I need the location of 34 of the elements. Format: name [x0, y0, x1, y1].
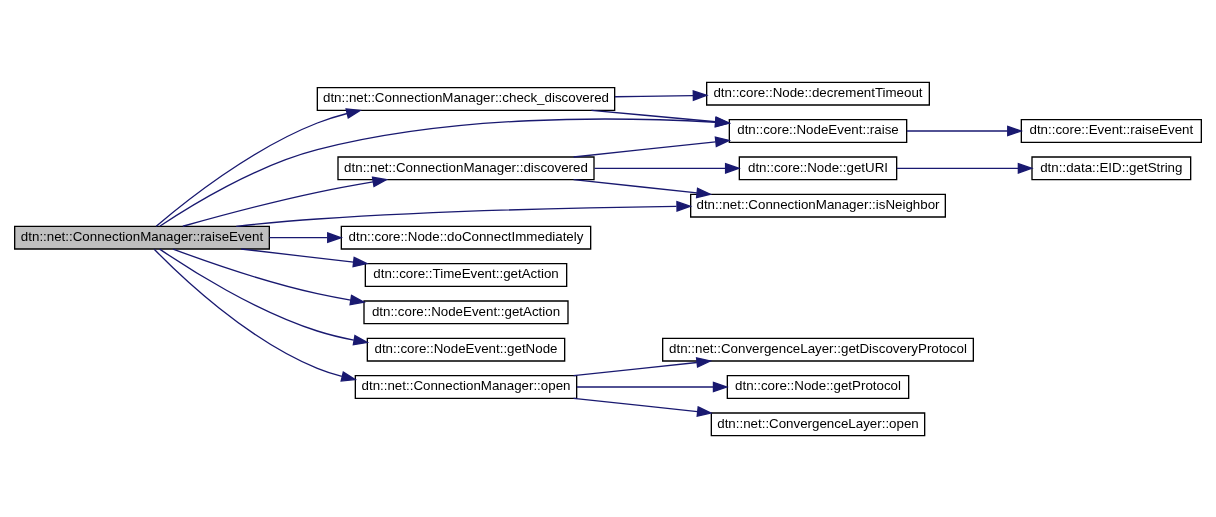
node-box: dtn::core::TimeEvent::getAction [364, 262, 568, 287]
arrow [614, 89, 709, 101]
node-box: dtn::net::ConnectionManager::check_discovered [316, 86, 616, 111]
node-box: dtn::core::Node::getProtocol [726, 374, 910, 399]
node-box: dtn::net::ConvergenceLayer::getDiscoveryProtocol [662, 337, 974, 362]
arrow [268, 231, 344, 243]
arrow [593, 162, 741, 174]
node-box: dtn::net::ConvergenceLayer::open [710, 411, 926, 436]
arrow [572, 178, 713, 198]
arrow [576, 380, 729, 393]
node-box: dtn::data::EID::getString [1031, 155, 1192, 180]
arrow [240, 247, 369, 268]
arrow [572, 356, 713, 376]
arrow [155, 107, 363, 227]
arrow [153, 248, 358, 382]
arrow [572, 135, 732, 158]
node-box: dtn::net::ConnectionManager::discovered [337, 155, 595, 180]
arrow [906, 124, 1024, 137]
node-box: dtn::core::NodeEvent::raise [728, 118, 908, 143]
node-box: dtn::net::ConnectionManager::isNeighbor [690, 193, 946, 218]
node-box: dtn::core::NodeEvent::getNode [366, 337, 566, 362]
arrow [235, 200, 693, 227]
arrow [172, 247, 366, 305]
arrow [182, 175, 389, 227]
node-box: dtn::core::Event::raiseEvent [1020, 118, 1202, 143]
node-box: dtn::core::Node::doConnectImmediately [340, 225, 592, 250]
node-box: dtn::net::ConnectionManager::open [354, 374, 578, 399]
node-box: dtn::net::ConnectionManager::raiseEvent [14, 225, 270, 250]
arrow [159, 247, 370, 346]
node-box: dtn::core::NodeEvent::getAction [363, 299, 569, 324]
node-box: dtn::core::Node::getURI [738, 155, 898, 180]
arrow [896, 162, 1034, 174]
node-box: dtn::core::Node::decrementTimeout [706, 81, 930, 106]
arrow [572, 397, 713, 417]
